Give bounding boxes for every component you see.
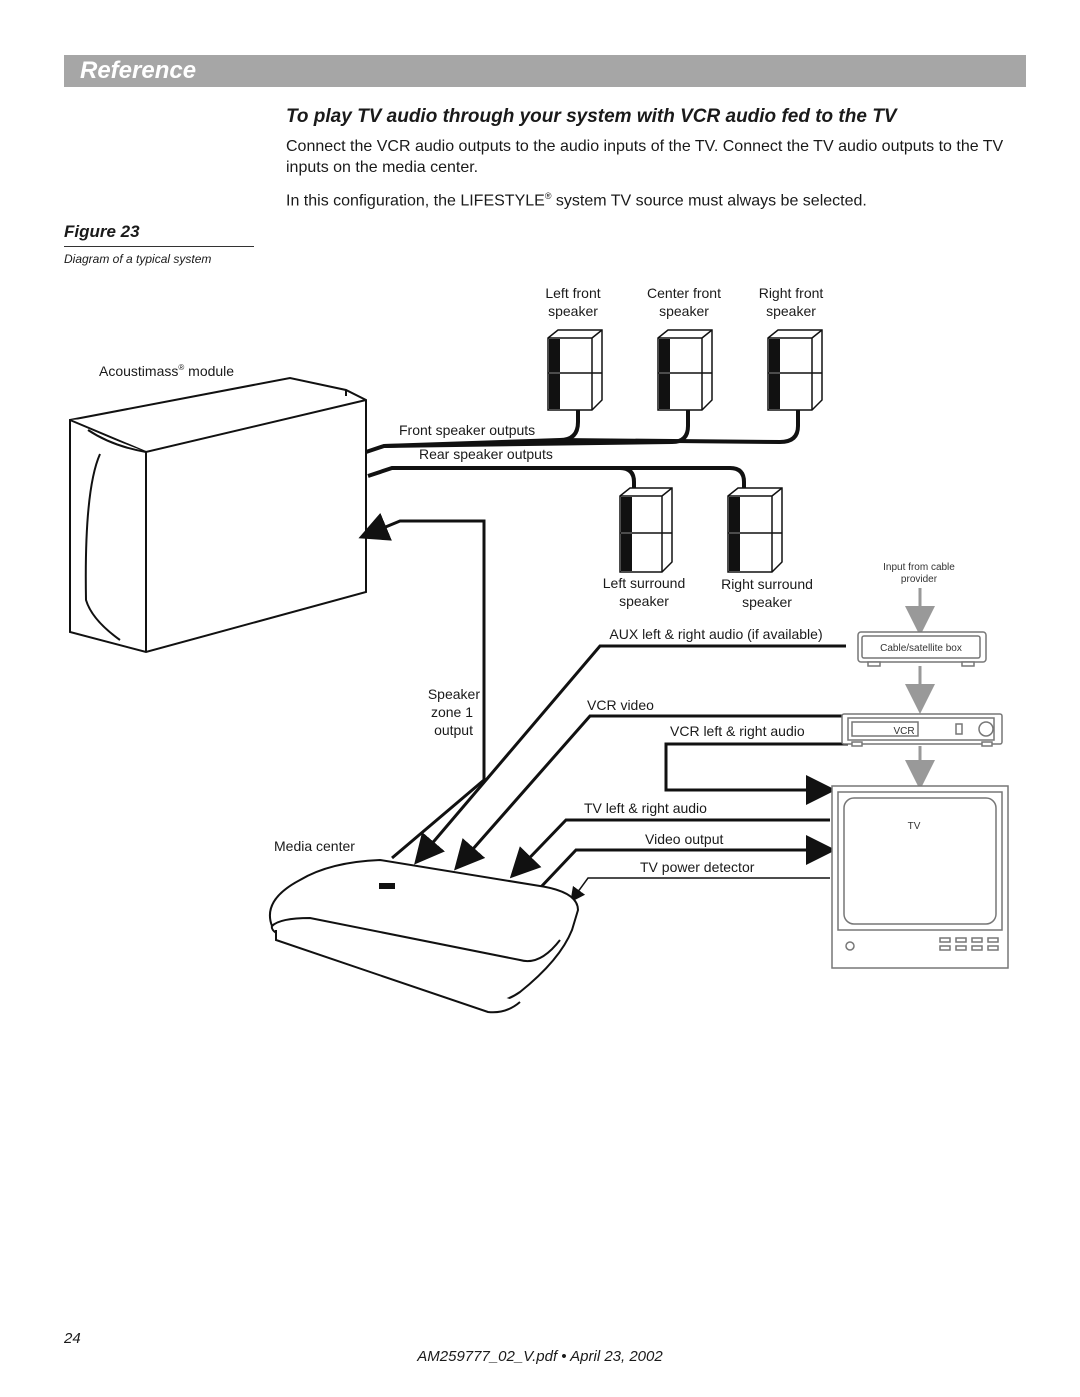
left-front-label-2: speaker — [548, 303, 598, 319]
cable-box-label: Cable/satellite box — [880, 643, 962, 654]
acoustimass-mark: ® — [178, 363, 184, 372]
vcr-audio-wire — [664, 742, 848, 805]
tv-label: TV — [908, 821, 921, 832]
right-front-label-2: speaker — [766, 303, 816, 319]
tv-power-wire — [570, 877, 830, 903]
right-surround-speaker-icon — [727, 487, 783, 573]
video-output-wire — [538, 835, 836, 890]
center-front-label-2: speaker — [659, 303, 709, 319]
figure-label: Figure 23 — [64, 222, 140, 241]
media-center-icon — [268, 858, 580, 1014]
page-heading: To play TV audio through your system wit… — [286, 106, 897, 127]
right-front-label-1: Right front — [759, 285, 824, 301]
tv-audio-wire — [509, 818, 830, 879]
speaker-zone-label-1: Speaker — [428, 686, 480, 702]
aux-audio-wire — [414, 644, 846, 865]
section-title: Reference — [80, 57, 197, 84]
speaker-zone-label-2: zone 1 — [431, 704, 473, 720]
document-footer: AM259777_02_V.pdf • April 23, 2002 — [417, 1348, 663, 1365]
left-surround-label-2: speaker — [619, 593, 669, 609]
surround-speaker-faces — [621, 497, 740, 571]
left-front-speaker-icon — [547, 329, 603, 411]
note-text-end: system TV source must always be selected… — [551, 192, 867, 210]
vcr-video-label: VCR video — [587, 697, 654, 713]
input-cable-label-1: Input from cable — [883, 562, 955, 573]
page-number: 24 — [64, 1330, 81, 1347]
acoustimass-module-icon — [69, 376, 367, 654]
rear-speaker-wires — [367, 466, 746, 494]
vcr-video-wire — [454, 714, 842, 871]
left-front-label-1: Left front — [545, 285, 600, 301]
aux-audio-label: AUX left & right audio (if available) — [609, 626, 822, 642]
input-cable-label-2: provider — [901, 574, 938, 585]
device-labels: Input from cable provider Cable/satellit… — [880, 562, 962, 832]
right-front-speaker-icon — [767, 329, 823, 411]
vcr-audio-label: VCR left & right audio — [670, 723, 805, 739]
front-speaker-faces — [549, 339, 780, 409]
figure-rule — [64, 246, 254, 247]
diagram-labels: Left front speaker Center front speaker … — [99, 285, 823, 875]
media-center-label: Media center — [274, 838, 355, 854]
rear-outputs-label: Rear speaker outputs — [419, 446, 553, 462]
front-outputs-label: Front speaker outputs — [399, 422, 535, 438]
center-front-label-1: Center front — [647, 285, 721, 301]
vcr-icon — [841, 713, 1003, 747]
video-output-label: Video output — [645, 831, 723, 847]
cable-box-icon — [857, 631, 987, 667]
zone-output-wire — [358, 512, 486, 780]
left-surround-speaker-icon — [619, 487, 673, 573]
tv-icon — [831, 785, 1009, 969]
figure-caption: Diagram of a typical system — [64, 252, 212, 266]
acoustimass-name: Acoustimass — [99, 363, 178, 379]
vcr-label: VCR — [893, 726, 914, 737]
acoustimass-suffix: module — [184, 363, 234, 379]
zone-output-wire-lower — [391, 778, 485, 860]
registered-mark: ® — [544, 191, 552, 201]
note-text-start: In this configuration, the LIFESTYLE — [286, 192, 545, 210]
instruction-paragraph: Connect the VCR audio outputs to the aud… — [286, 138, 1004, 176]
configuration-note: In this configuration, the LIFESTYLE® sy… — [286, 186, 1026, 211]
tv-audio-label: TV left & right audio — [584, 800, 707, 816]
left-surround-label-1: Left surround — [603, 575, 686, 591]
right-surround-label-1: Right surround — [721, 576, 813, 592]
tv-power-label: TV power detector — [640, 859, 755, 875]
front-speaker-wires — [365, 410, 800, 454]
acoustimass-label: Acoustimass® module — [99, 363, 234, 379]
right-surround-label-2: speaker — [742, 594, 792, 610]
section-header-bar: Reference — [64, 55, 1026, 87]
speaker-zone-label-3: output — [434, 722, 473, 738]
center-front-speaker-icon — [657, 329, 713, 411]
